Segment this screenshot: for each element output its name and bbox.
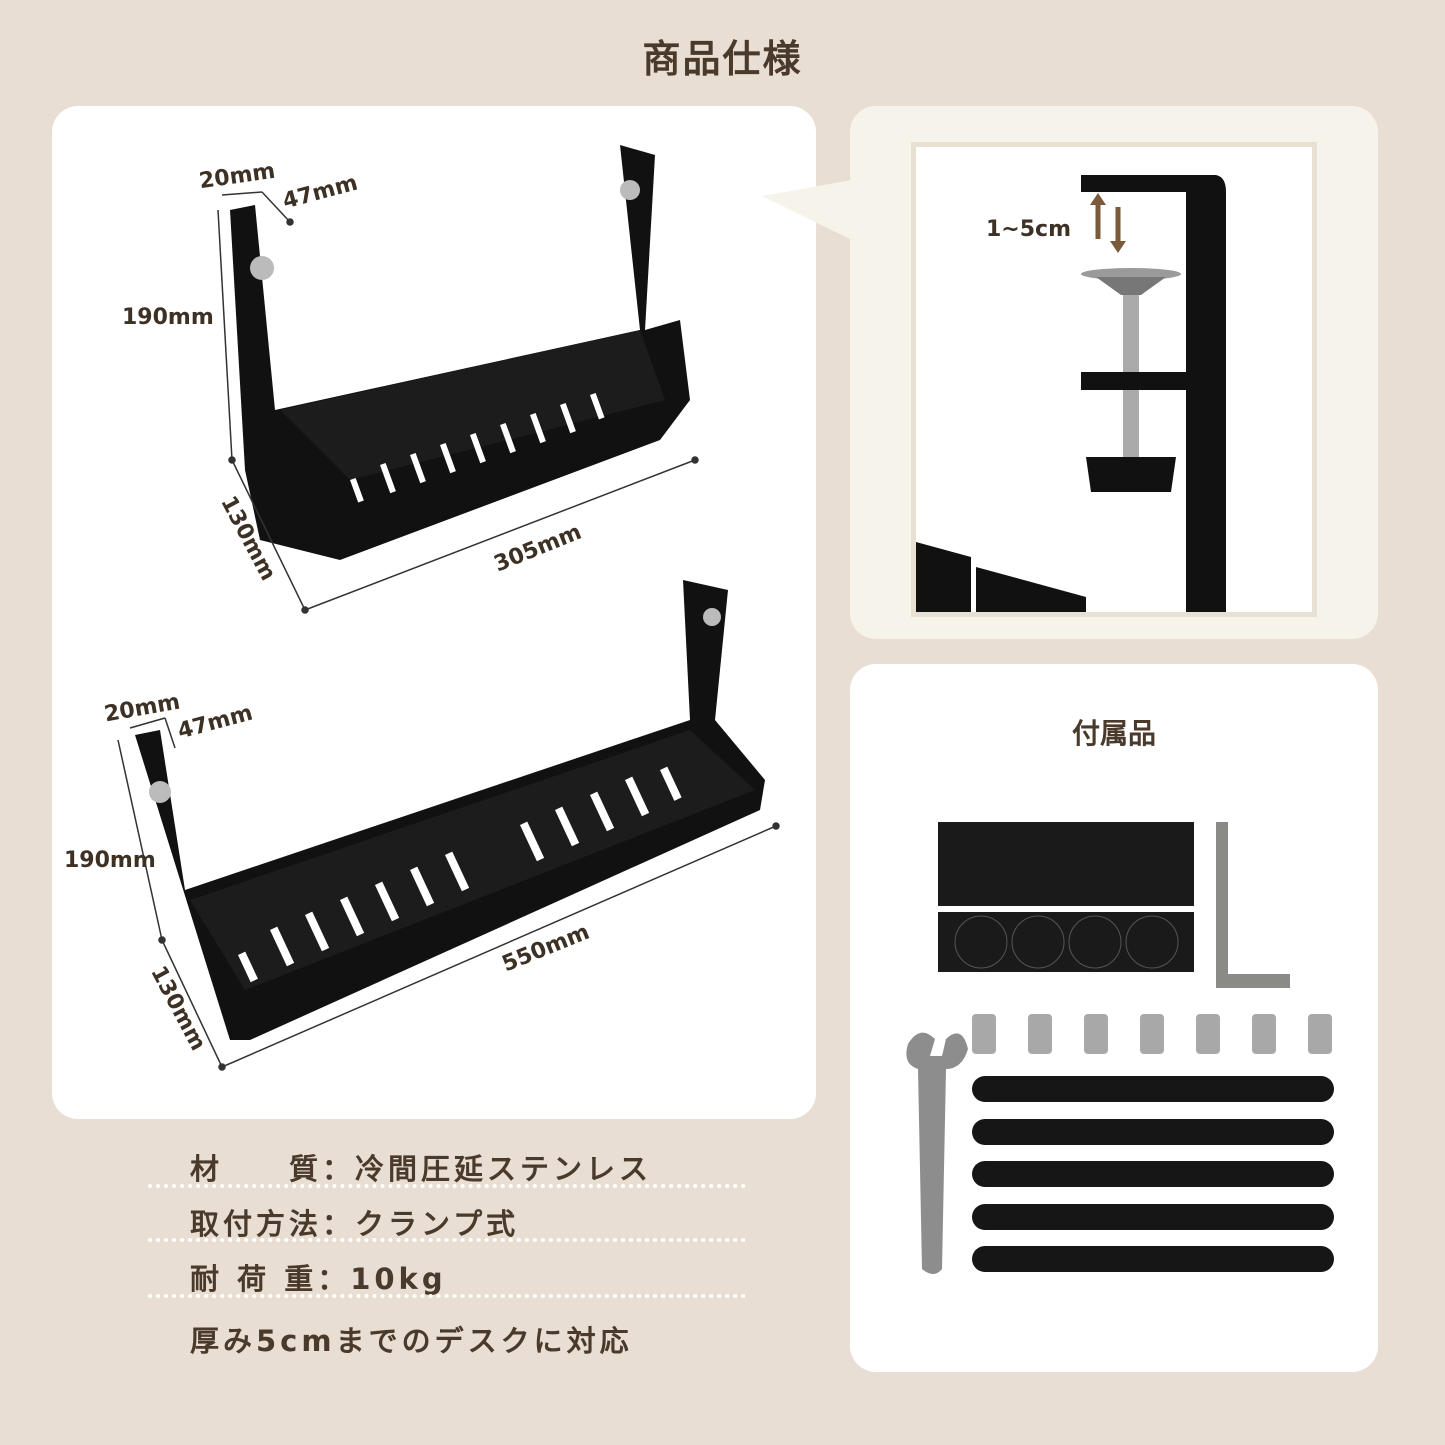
cable-ties (972, 1076, 1334, 1272)
accessories-illustration (906, 822, 1334, 1274)
round-pads (938, 912, 1194, 972)
wrench (906, 1032, 968, 1274)
hex-key (1216, 822, 1290, 988)
screws (972, 1014, 1332, 1054)
small-tray-image (217, 145, 699, 614)
tray-illustrations (117, 145, 780, 1071)
foam-pads (938, 822, 1194, 906)
small-height-label: 190mm (122, 305, 214, 330)
large-tray-image (117, 580, 780, 1071)
accessories-card: 付属品 (850, 664, 1378, 1372)
clamp-range-label: 1~5cm (986, 217, 1072, 242)
accessories-title: 付属品 (1071, 717, 1156, 750)
large-height-label: 190mm (64, 848, 156, 873)
divider (148, 1238, 746, 1242)
divider (148, 1184, 746, 1188)
clamp-detail-card: 1~5cm (850, 106, 1378, 639)
divider (148, 1294, 746, 1298)
clamp-illustration (916, 175, 1226, 612)
spec-material: 材 質：冷間圧延ステンレス (190, 1152, 653, 1186)
product-dimensions-card: 20mm 47mm 190mm 130mm 305mm 20mm 47mm 19… (52, 106, 816, 1119)
spec-mounting: 取付方法：クランプ式 (190, 1207, 520, 1241)
page-title: 商品仕様 (642, 37, 803, 81)
spec-load: 耐 荷 重：10kg (190, 1262, 447, 1296)
spec-desk-thickness: 厚み5cmまでのデスクに対応 (190, 1324, 633, 1358)
clamp-detail-image: 1~5cm (911, 142, 1317, 617)
